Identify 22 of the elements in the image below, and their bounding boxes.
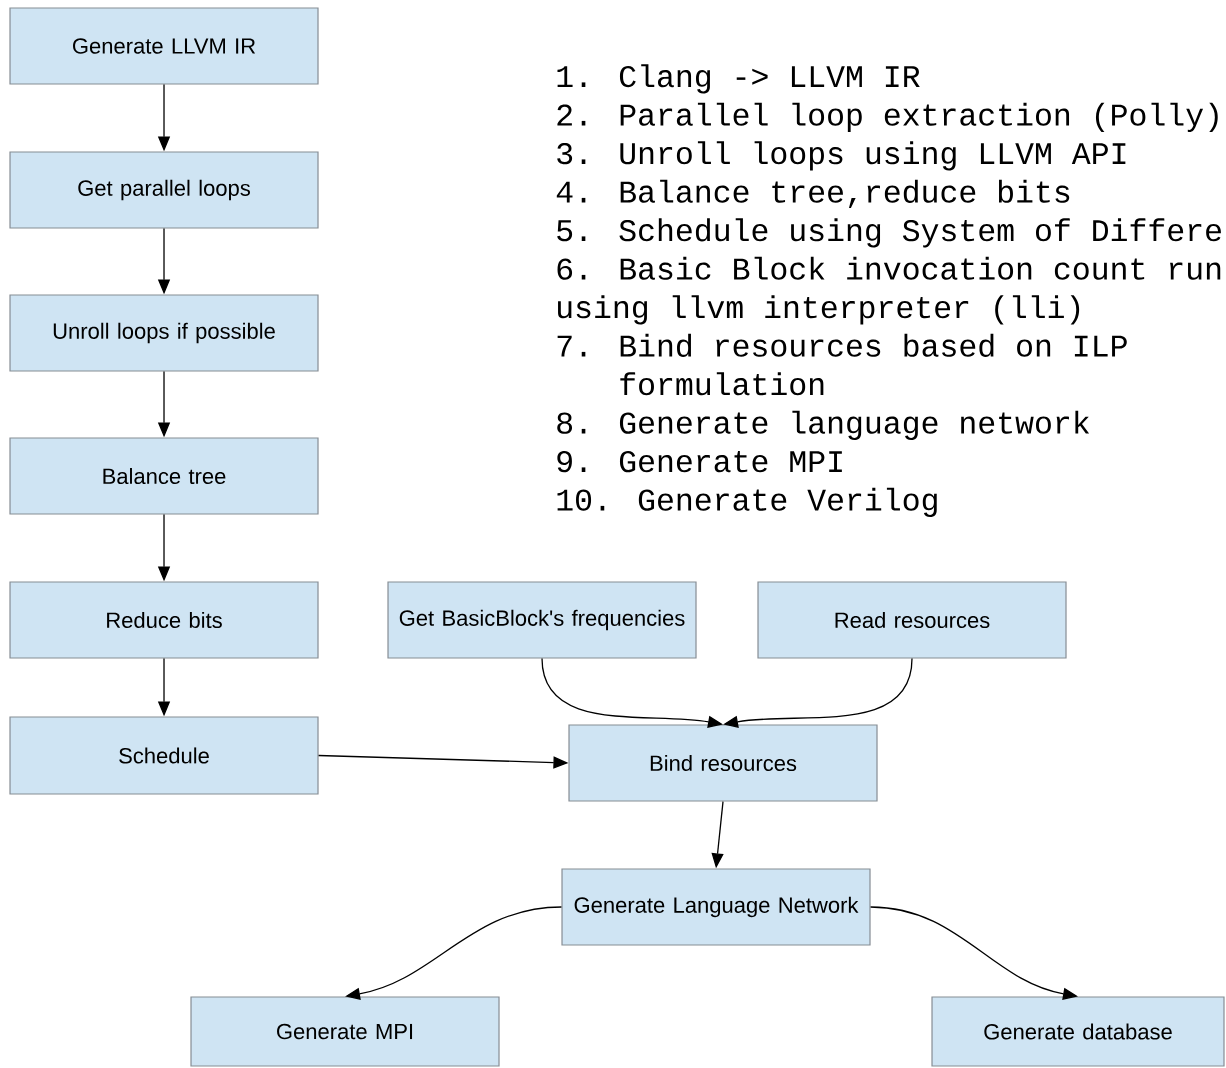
list-item: 10. Generate Verilog xyxy=(557,487,937,517)
process-box: Read resources xyxy=(757,581,1067,659)
process-box: Reduce bits xyxy=(9,581,319,659)
list-item: 2. Parallel loop extraction (Polly) xyxy=(557,102,1218,133)
process-box: Bind resources xyxy=(568,724,878,802)
list-item: 4. Balance tree,reduce bits xyxy=(556,179,1070,209)
process-box: Generate LLVM IR xyxy=(9,7,319,85)
process-box: Schedule xyxy=(9,716,319,795)
process-box: Get BasicBlock's frequencies xyxy=(387,581,697,659)
list-item: 9. Generate MPI xyxy=(557,450,842,473)
process-box: Unroll loops if possible xyxy=(9,294,319,372)
process-box: Balance tree xyxy=(9,437,319,515)
process-box: Generate Language Network xyxy=(561,868,871,946)
process-box: Generate MPI xyxy=(190,996,500,1067)
process-box: Generate database xyxy=(931,996,1225,1067)
list-item: 7. Bind resources based on ILP formulation xyxy=(557,333,1127,396)
process-box: Get parallel loops xyxy=(9,151,319,229)
list-item: 8. Generate language network xyxy=(557,410,1090,440)
list-item: 3. Unroll loops using LLVM API xyxy=(557,141,1126,171)
list-item: 6. Basic Block invocation count run using llvm interpreter (lli) xyxy=(557,256,1221,325)
list-item: 1. Clang -> LLVM IR xyxy=(557,64,920,94)
list-item: 5. Schedule using System of Differe xyxy=(557,218,1221,248)
